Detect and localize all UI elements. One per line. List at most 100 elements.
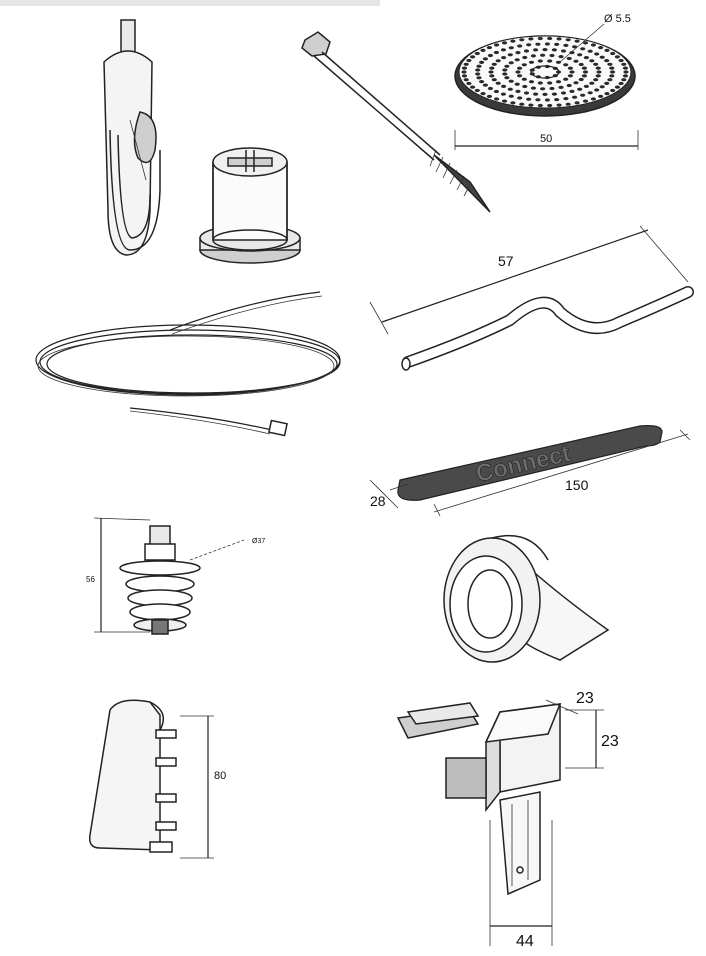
washer-hole [521, 63, 527, 67]
washer-hole [554, 42, 560, 47]
washer-hole [590, 43, 597, 47]
washer-hole [491, 78, 497, 82]
washer-hole [470, 55, 476, 59]
washer-hole [578, 62, 584, 67]
washer-hole [549, 86, 555, 91]
washer-hole [501, 41, 508, 45]
washer-hole [598, 94, 604, 98]
washer-hole [489, 66, 495, 70]
end-cap: 80 [88, 699, 226, 859]
long-screw [301, 31, 491, 213]
washer-hole [504, 76, 510, 80]
washer-hole [563, 77, 569, 81]
washer-hole [572, 45, 578, 49]
washer-hole [589, 81, 595, 85]
spiral-diameter-label: Ø37 [252, 538, 265, 545]
washer-hole [515, 70, 521, 74]
washer-hole [583, 56, 590, 60]
washer-hole [558, 55, 564, 59]
washer-hole [533, 92, 539, 96]
washer-hole [604, 48, 610, 53]
washer-hole [475, 68, 481, 72]
washer-hole [487, 53, 493, 58]
washer-hole [530, 86, 537, 90]
washer-hole [555, 80, 562, 84]
washer-hole [578, 77, 584, 82]
washer-hole [573, 59, 579, 63]
washer-hole [515, 89, 521, 93]
washer-hole [610, 51, 616, 56]
washer-hole [547, 103, 553, 108]
washer-hole [474, 51, 480, 56]
rod-length-label: 57 [498, 253, 514, 269]
washer-hole [535, 98, 541, 102]
washer-hole [622, 66, 629, 70]
washer-hole [551, 92, 558, 96]
washer-hole [470, 85, 476, 89]
washer-hole [466, 58, 472, 63]
washer-hole [502, 68, 508, 72]
washer-hole [604, 92, 610, 96]
washer-hole [501, 56, 507, 60]
washer-hole [607, 78, 613, 82]
washer-hole [604, 81, 610, 85]
washer-hole [476, 64, 482, 68]
bent-rod: 57 [369, 225, 694, 371]
washer-hole [547, 81, 553, 85]
tape-roll [443, 534, 610, 663]
washer-hole [522, 84, 528, 89]
washer-hole [565, 38, 571, 42]
washer-hole [569, 51, 575, 55]
washer-hole [537, 81, 543, 85]
top-banner-strip [0, 0, 380, 6]
washer-hole [463, 62, 469, 66]
washer-hole [537, 36, 543, 41]
washer-hole [517, 96, 523, 100]
washer-hole [574, 39, 580, 43]
washer-hole [549, 53, 555, 58]
perforated-washer: Ø 5.5 50 [454, 13, 639, 150]
washer-hole [480, 48, 486, 53]
washer-hole [528, 103, 534, 107]
washer-hole [540, 87, 546, 91]
bracket-top-label: 23 [576, 690, 594, 707]
washer-hole [544, 42, 551, 46]
washer-hole [565, 102, 571, 106]
washer-hole [582, 41, 589, 45]
washer-hole [609, 70, 616, 74]
washer-hole [528, 60, 535, 64]
washer-hole [580, 47, 586, 51]
washer-hole [547, 59, 553, 63]
washer-hole [493, 89, 499, 94]
endcap-height-label: 80 [214, 770, 226, 782]
washer-hole [537, 103, 543, 108]
bracket-bottom-label: 44 [516, 933, 534, 950]
washer-hole [507, 53, 513, 57]
washer-hole [566, 83, 572, 88]
washer-diameter-label: Ø 5.5 [604, 13, 631, 25]
washer-hole [488, 70, 494, 74]
washer-hole [551, 48, 558, 52]
washer-hole [542, 48, 548, 52]
washer-hole [523, 91, 530, 95]
washer-hole [476, 76, 482, 80]
washer-hole [528, 37, 534, 41]
washer-hole [526, 97, 532, 101]
washer-hole [593, 62, 599, 66]
washer-hole [595, 66, 601, 70]
washer-hole [500, 92, 506, 96]
washer-hole [582, 99, 589, 103]
washer-hole [508, 61, 514, 65]
washer-hole [580, 93, 586, 97]
washer-hole [582, 70, 589, 74]
washer-hole [486, 46, 492, 50]
washer-hole [535, 42, 541, 46]
washer-hole [522, 55, 528, 60]
washer-hole [486, 94, 492, 98]
washer-hole [593, 78, 599, 82]
washer-hole [463, 78, 469, 82]
washer-hole [521, 77, 527, 81]
strip-length-label: 150 [565, 477, 589, 493]
connect-strip: Connect 28 150 [369, 425, 691, 517]
washer-hole [587, 91, 593, 95]
